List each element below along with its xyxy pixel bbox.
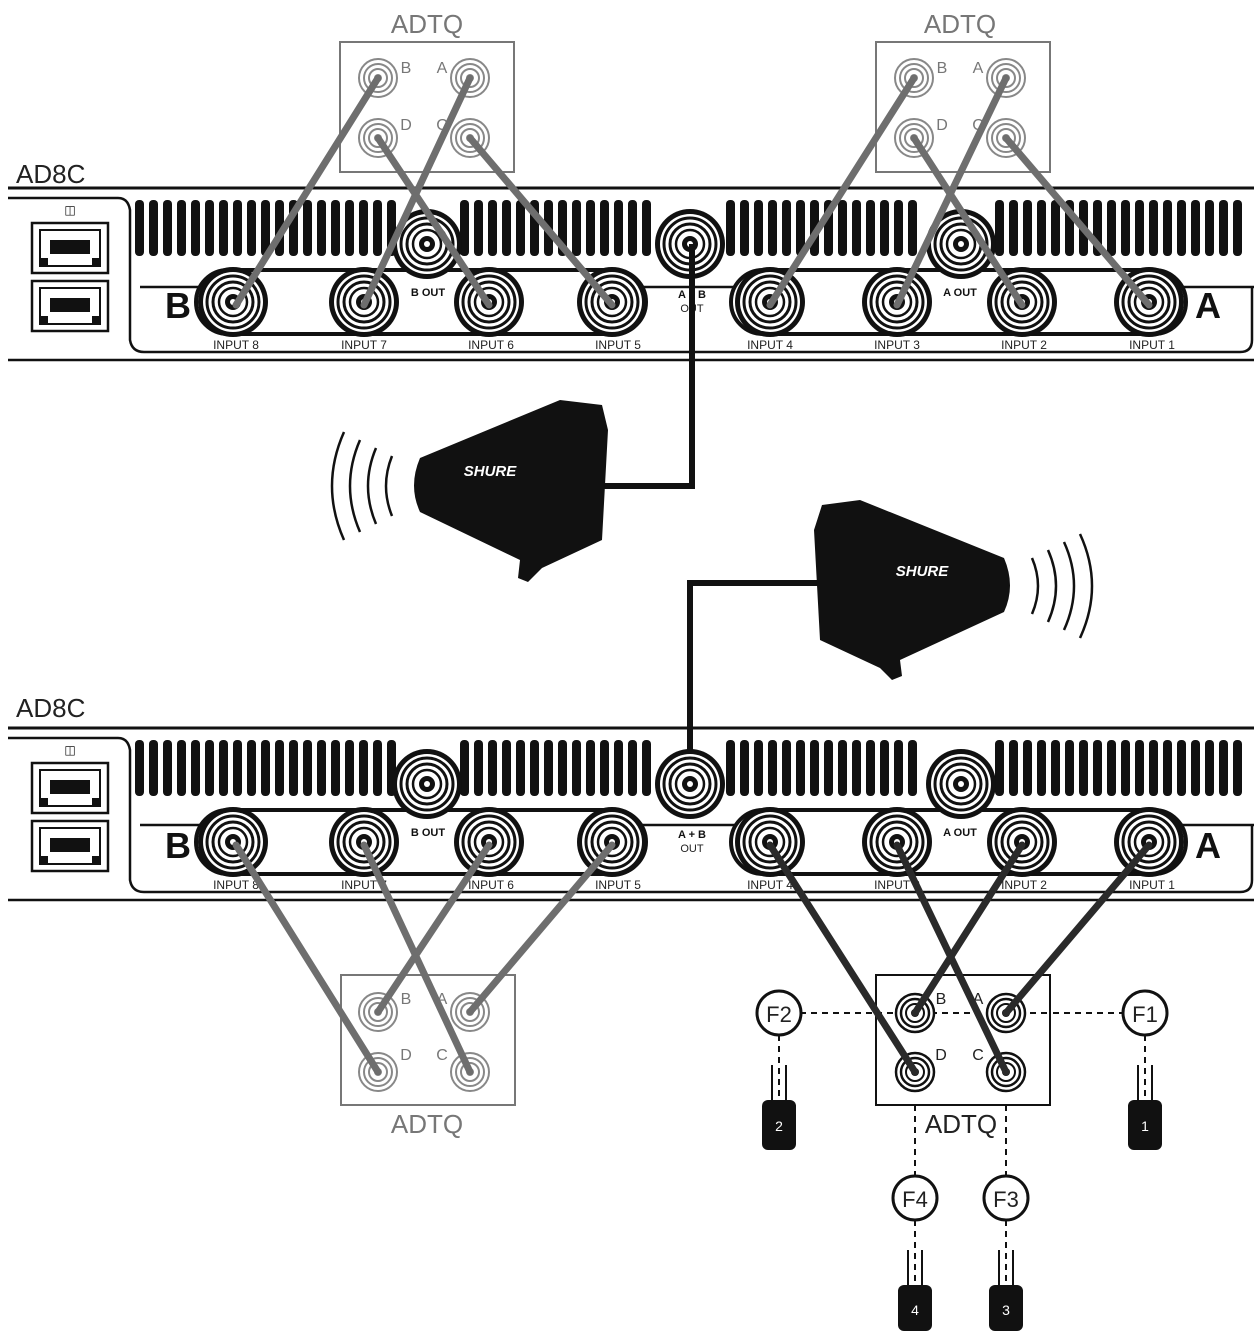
cable-tag-3: 3 [989,1250,1023,1331]
a-out-label: A OUT [943,827,977,839]
a-out-connector[interactable] [924,747,998,821]
cables-bottom-right [766,841,1153,1076]
cables-top [232,74,1153,309]
adtq-label: ADTQ [924,9,996,39]
port-letter: B [401,60,412,77]
adtq-label: ADTQ [391,1109,463,1139]
panel-outline [8,736,1254,894]
paddle-antenna [414,400,608,582]
port-letter: A [437,60,448,77]
input-label: INPUT 1 [1129,338,1175,352]
port-letter: B [401,991,412,1008]
input-label: INPUT 5 [595,878,641,892]
input-label: INPUT 8 [213,338,259,352]
a-out-label: A OUT [943,287,977,299]
input-label: INPUT 7 [341,878,387,892]
paddle-antenna [814,500,1010,680]
cables-bottom-left [232,841,616,1076]
port-letter: B [936,991,947,1008]
feed-f2 [755,989,803,1037]
feed-f4 [891,1174,939,1222]
cable-tag-2: 2 [762,1065,796,1150]
ab-out-connector[interactable] [653,747,727,821]
port-letter: A [973,991,984,1008]
port-letter: C [972,1047,984,1064]
tag-number: 4 [911,1302,919,1318]
cable-tags: 2 1 4 3 [762,1065,1162,1331]
input-label: INPUT 1 [1129,878,1175,892]
ethernet-port-1[interactable] [30,761,110,815]
ab-out-label: A + B [678,829,706,841]
feed-label: F3 [993,1187,1019,1212]
b-out-label: B OUT [411,287,446,299]
input-label: INPUT 3 [874,338,920,352]
ethernet-port-2[interactable] [30,819,110,873]
antenna-top: SHURE [330,244,695,582]
vent-grille [135,740,1242,796]
port-letter: D [400,1047,412,1064]
port-letter: C [972,117,984,134]
signal-waves-icon [330,431,394,541]
feed-f3 [982,1174,1030,1222]
input-label: INPUT 4 [747,338,793,352]
feed-label: F4 [902,1187,928,1212]
panel-outline [8,196,1254,354]
input-label: INPUT 6 [468,338,514,352]
port-letter: A [973,60,984,77]
input-label: INPUT 7 [341,338,387,352]
antenna-brand: SHURE [464,463,518,480]
input-label: INPUT 2 [1001,338,1047,352]
side-a-label: A [1195,825,1221,866]
cable-tag-4: 4 [898,1250,932,1331]
antenna-cable [600,244,695,489]
antenna-bottom: SHURE [687,500,1094,785]
input-label: INPUT 3 [874,878,920,892]
ad8c-unit-top: AD8C ◫ [8,159,1254,362]
signal-waves-icon [1030,533,1094,639]
input-label: INPUT 8 [213,878,259,892]
feed-label: F2 [766,1002,792,1027]
network-icon: ◫ [64,743,75,757]
tag-number: 2 [775,1118,783,1134]
port-letter: C [436,1047,448,1064]
input-8-connector[interactable] [196,265,270,339]
feed-connections [778,1012,1146,1290]
feed-f1 [1121,989,1169,1037]
input-label: INPUT 4 [747,878,793,892]
feed-markers: F2 F1 F4 F3 [755,989,1169,1222]
cable-tag-1: 1 [1128,1065,1162,1150]
adtq-label: ADTQ [925,1109,997,1139]
ethernet-port-2[interactable] [30,279,110,333]
feed-label: F1 [1132,1002,1158,1027]
unit-label: AD8C [16,693,85,723]
antenna-cable [687,580,822,785]
port-letter: D [936,117,948,134]
input-label: INPUT 5 [595,338,641,352]
port-letter: D [935,1047,947,1064]
antenna-brand: SHURE [896,563,950,580]
side-a-label: A [1195,285,1221,326]
input-8-connector[interactable] [196,805,270,879]
network-icon: ◫ [64,203,75,217]
ad8c-unit-bottom: AD8C ◫ [8,693,1254,902]
adtq-label: ADTQ [391,9,463,39]
tag-number: 1 [1141,1118,1149,1134]
port-letter: C [436,117,448,134]
input-label: INPUT 6 [468,878,514,892]
side-b-label: B [165,825,191,866]
port-letter: D [400,117,412,134]
b-out-connector[interactable] [390,747,464,821]
tag-number: 3 [1002,1302,1010,1318]
side-b-label: B [165,285,191,326]
b-out-label: B OUT [411,827,446,839]
input-label: INPUT 2 [1001,878,1047,892]
port-letter: A [437,991,448,1008]
ab-out-label-2: OUT [680,843,704,855]
port-letter: B [937,60,948,77]
ethernet-port-1[interactable] [30,221,110,275]
unit-label: AD8C [16,159,85,189]
